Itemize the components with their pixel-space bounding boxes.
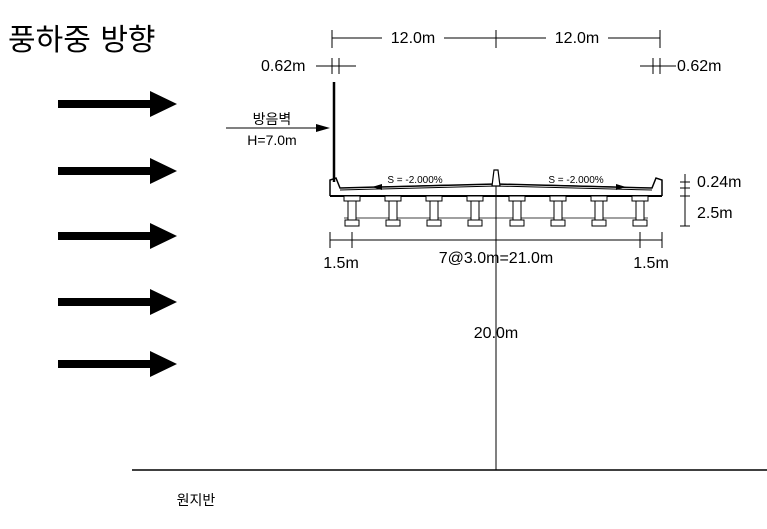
dim-edge-right: 1.5m bbox=[633, 255, 669, 272]
girder bbox=[343, 195, 361, 227]
wind-load-direction-title: 풍하중 방향 bbox=[8, 23, 156, 58]
ground-label: 원지반 bbox=[177, 492, 216, 508]
wind-arrow bbox=[58, 351, 177, 377]
wind-arrows bbox=[58, 91, 177, 377]
slope-right-label: S = -2.000% bbox=[548, 175, 603, 186]
wind-arrow bbox=[58, 91, 177, 117]
dim-girder-depth: 2.5m bbox=[697, 205, 733, 222]
girder bbox=[384, 195, 402, 227]
wind-arrow bbox=[58, 289, 177, 315]
girder bbox=[466, 195, 484, 227]
girders bbox=[343, 195, 649, 227]
dim-overhang-left: 0.62m bbox=[261, 58, 305, 75]
girder bbox=[508, 195, 526, 227]
girder bbox=[549, 195, 567, 227]
wind-arrow bbox=[58, 158, 177, 184]
right-vertical-dimensions bbox=[680, 174, 690, 227]
dim-half-width-right: 12.0m bbox=[555, 30, 599, 47]
dim-height-to-ground: 20.0m bbox=[474, 325, 518, 342]
dim-barrier-thickness: 0.24m bbox=[697, 174, 741, 191]
slope-left-label: S = -2.000% bbox=[387, 175, 442, 186]
noise-wall-height: H=7.0m bbox=[247, 132, 296, 148]
overhang-dimension-ticks bbox=[316, 58, 676, 74]
dim-half-width-left: 12.0m bbox=[391, 30, 435, 47]
girder bbox=[590, 195, 608, 227]
top-dimension bbox=[331, 30, 661, 48]
dim-edge-left: 1.5m bbox=[323, 255, 359, 272]
girder bbox=[631, 195, 649, 227]
wind-arrow bbox=[58, 223, 177, 249]
noise-wall-label: 방음벽 bbox=[253, 111, 292, 127]
dim-overhang-right: 0.62m bbox=[677, 58, 721, 75]
girder bbox=[425, 195, 443, 227]
